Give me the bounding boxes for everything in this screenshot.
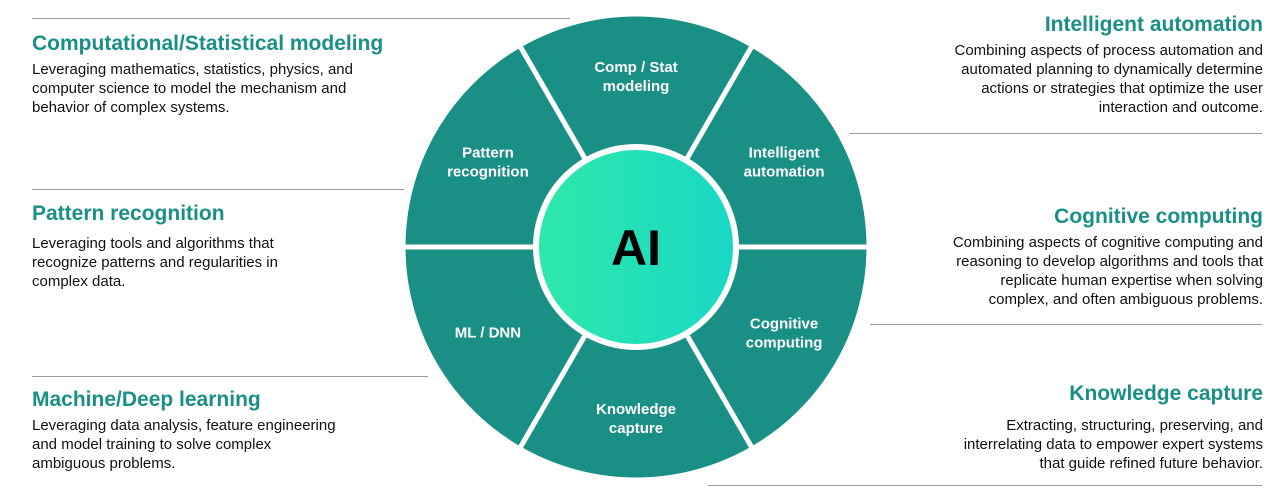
comp-stat-title: Computational/Statistical modeling [32, 32, 384, 55]
ml-title: Machine/Deep learning [32, 388, 261, 411]
knowledge-block: Knowledge capture Extracting, structurin… [880, 381, 1263, 473]
cognitive-desc: Combining aspects of cognitive computing… [952, 234, 1263, 308]
ml-block: Machine/Deep learning Leveraging data an… [32, 387, 432, 473]
ai-center-circle [533, 144, 739, 350]
comp-stat-desc: Leveraging mathematics, statistics, phys… [32, 61, 353, 116]
knowledge-desc: Extracting, structuring, preserving, and… [963, 417, 1263, 472]
automation-title: Intelligent automation [1044, 13, 1263, 36]
automation-desc: Combining aspects of process automation … [954, 42, 1263, 116]
wheel-segment-label-ml-dnn: ML / DNN [455, 325, 521, 342]
divider-line [850, 133, 1262, 134]
divider-line [32, 376, 428, 377]
ai-center-label: AI [611, 220, 661, 276]
automation-block: Intelligent automation Combining aspects… [880, 12, 1263, 117]
ml-desc: Leveraging data analysis, feature engine… [32, 417, 336, 472]
divider-line [32, 189, 404, 190]
divider-line [708, 485, 1262, 486]
knowledge-title: Knowledge capture [1069, 382, 1263, 405]
divider-line [32, 18, 570, 19]
pattern-desc: Leveraging tools and algorithms that rec… [32, 235, 278, 290]
pattern-title: Pattern recognition [32, 202, 225, 225]
cognitive-title: Cognitive computing [1054, 205, 1263, 228]
pattern-block: Pattern recognition Leveraging tools and… [32, 201, 412, 291]
divider-line [870, 324, 1262, 325]
comp-stat-block: Computational/Statistical modeling Lever… [32, 31, 452, 117]
cognitive-block: Cognitive computing Combining aspects of… [880, 204, 1263, 309]
